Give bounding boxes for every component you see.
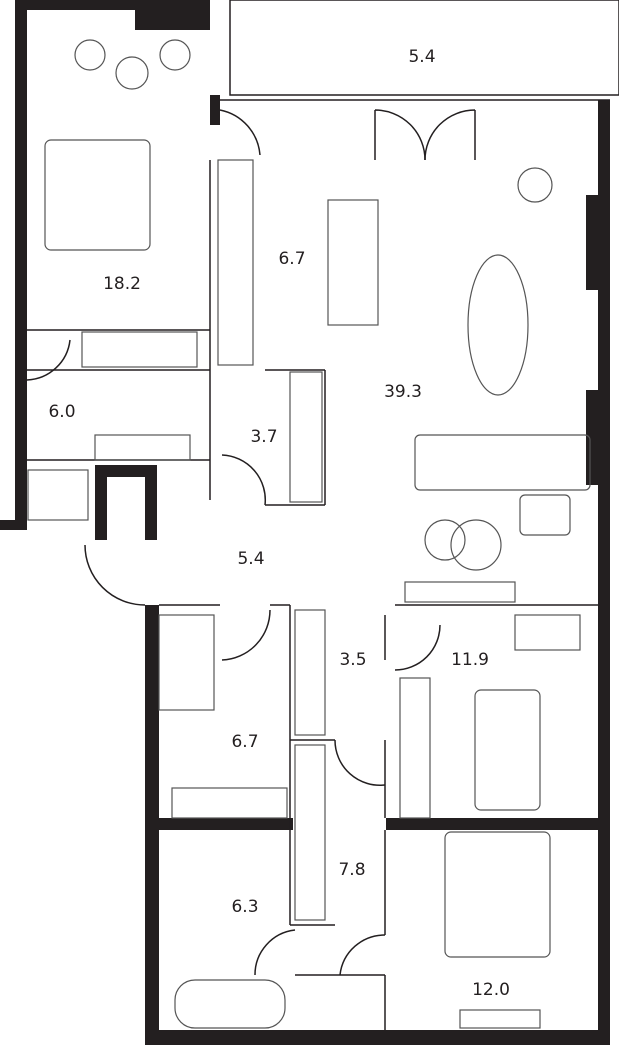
bathtub	[174, 979, 286, 1029]
area-label-bathroom-2: 6.7	[231, 732, 258, 752]
area-label-balcony: 5.4	[408, 47, 435, 67]
area-label-bathroom-master: 6.0	[48, 402, 75, 422]
kitchen-island	[327, 199, 379, 326]
sofa	[414, 434, 591, 491]
area-label-laundry: 3.7	[250, 427, 277, 447]
area-label-bedroom-2: 11.9	[451, 650, 489, 670]
dining-table	[467, 254, 529, 396]
area-label-kitchen: 6.7	[278, 249, 305, 269]
interior-walls	[26, 0, 619, 1030]
furniture	[27, 39, 591, 1029]
room-area-labels: 5.4 18.2 6.7 39.3 6.0 3.7 5.4 3.5 11.9 6…	[48, 47, 509, 1000]
bed-3	[444, 831, 551, 958]
area-label-living-room: 39.3	[384, 382, 422, 402]
area-label-bedroom-3: 12.0	[472, 980, 510, 1000]
round-table	[115, 56, 149, 90]
area-label-bedroom-master: 18.2	[103, 274, 141, 294]
area-label-corridor-2: 7.8	[338, 860, 365, 880]
tv-stand	[404, 581, 516, 603]
kitchen-counter	[217, 159, 254, 366]
bed-master	[44, 139, 151, 251]
area-label-corridor: 3.5	[339, 650, 366, 670]
bed-2	[474, 689, 541, 811]
area-label-bathroom-3: 6.3	[231, 897, 258, 917]
area-label-hall-entry: 5.4	[237, 549, 264, 569]
